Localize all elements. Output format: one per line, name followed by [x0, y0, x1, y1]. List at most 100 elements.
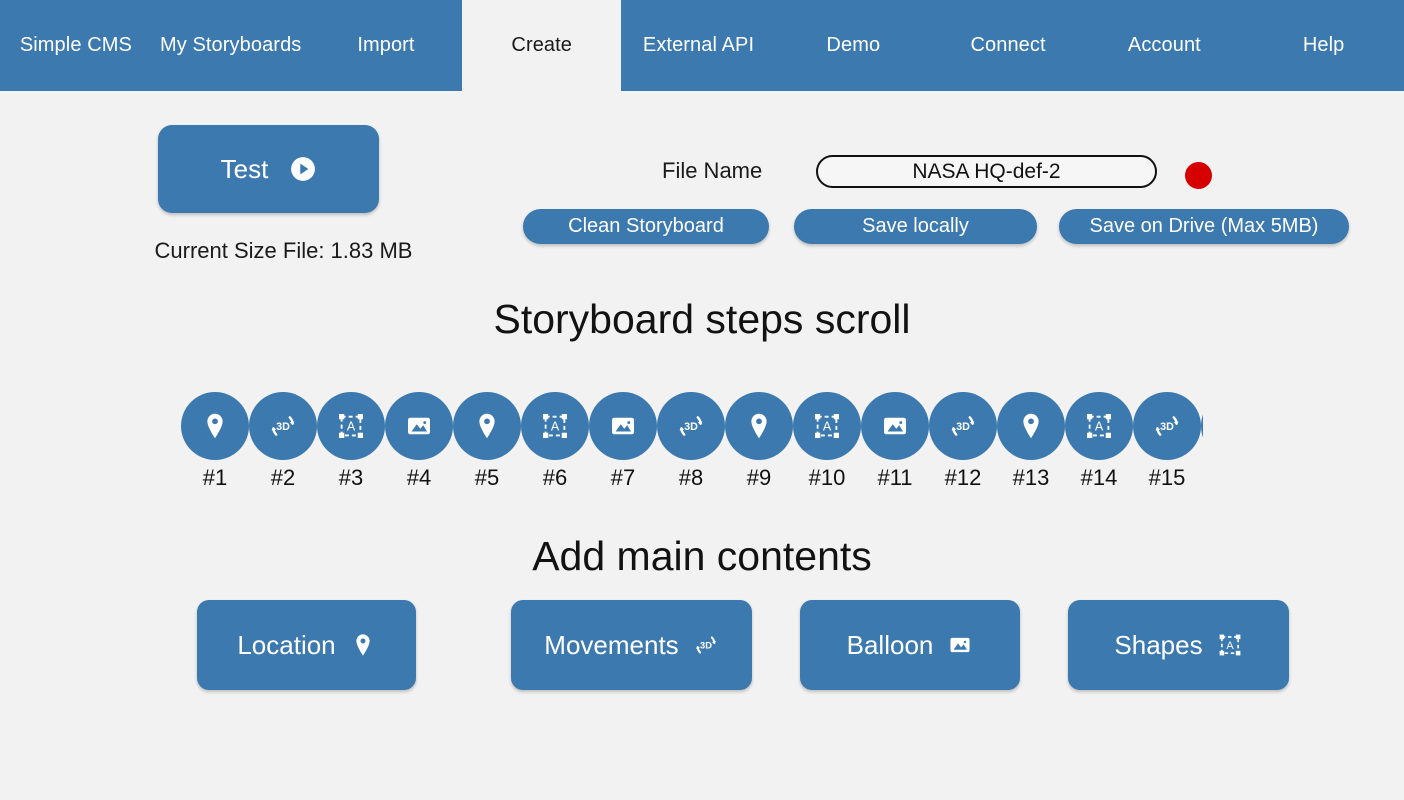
- storyboard-step[interactable]: 3D #12: [929, 392, 997, 491]
- storyboard-step-label: #13: [1012, 465, 1050, 490]
- nav-my-storyboards[interactable]: My Storyboards: [151, 0, 310, 91]
- storyboard-step-label: #1: [202, 465, 228, 490]
- add-balloon-button[interactable]: Balloon: [800, 600, 1020, 690]
- storyboard-step-label: #7: [610, 465, 636, 490]
- storyboard-step-label: #3: [338, 465, 364, 490]
- nav-demo-label: Demo: [826, 34, 881, 56]
- nav-account-label: Account: [1127, 34, 1201, 56]
- shapes-icon[interactable]: A: [317, 392, 385, 460]
- image-icon[interactable]: [861, 392, 929, 460]
- record-dot-icon: [1185, 162, 1212, 189]
- add-location-button-label: Location: [237, 629, 336, 660]
- nav-create-label: Create: [511, 34, 573, 56]
- storyboard-step[interactable]: #4: [385, 392, 453, 491]
- add-movements-button-label: Movements: [544, 629, 679, 660]
- storyboard-step[interactable]: A #14: [1065, 392, 1133, 491]
- image-icon[interactable]: [589, 392, 657, 460]
- play-circle-icon: [290, 156, 316, 182]
- storyboard-steps-title: Storyboard steps scroll: [493, 296, 911, 342]
- storyboard-step[interactable]: A #3: [317, 392, 385, 491]
- location-pin-icon[interactable]: [453, 392, 521, 460]
- svg-text:3D: 3D: [276, 421, 290, 433]
- storyboard-step-label: #2: [270, 465, 296, 490]
- clean-storyboard-button[interactable]: Clean Storyboard: [523, 209, 769, 244]
- svg-text:3D: 3D: [956, 421, 970, 433]
- location-pin-icon[interactable]: [997, 392, 1065, 460]
- storyboard-step[interactable]: A#6: [521, 392, 589, 491]
- shapes-icon[interactable]: A: [1065, 392, 1133, 460]
- nav-simple-cms-label: Simple CMS: [19, 34, 132, 56]
- storyboard-step[interactable]: #5: [453, 392, 521, 491]
- file-name-label: File Name: [662, 158, 763, 183]
- nav-separator: [619, 0, 622, 91]
- svg-text:A: A: [347, 420, 356, 434]
- storyboard-step[interactable]: 3D#8: [657, 392, 725, 491]
- location-pin-icon[interactable]: [181, 392, 249, 460]
- storyboard-step-label: #14: [1080, 465, 1118, 490]
- add-shapes-button-label: Shapes: [1114, 629, 1203, 660]
- add-movements-button[interactable]: Movements 3D: [511, 600, 752, 690]
- storyboard-step-label: #11: [877, 465, 913, 490]
- image-icon: [947, 632, 973, 658]
- svg-text:3D: 3D: [1160, 421, 1174, 433]
- svg-text:3D: 3D: [700, 640, 712, 650]
- storyboard-step[interactable]: 3D #2: [249, 392, 317, 491]
- svg-text:A: A: [551, 420, 560, 434]
- nav-connect-label: Connect: [970, 34, 1046, 56]
- storyboard-step[interactable]: #9: [725, 392, 793, 491]
- save-on-drive-button[interactable]: Save on Drive (Max 5MB): [1059, 209, 1349, 244]
- clean-storyboard-label: Clean Storyboard: [568, 215, 724, 237]
- storyboard-step[interactable]: 3D #15: [1133, 392, 1201, 491]
- storyboard-step[interactable]: A #10: [793, 392, 861, 491]
- rotate-3d-icon[interactable]: 3D: [1133, 392, 1201, 460]
- rotate-3d-icon[interactable]: 3D: [929, 392, 997, 460]
- save-locally-button[interactable]: Save locally: [794, 209, 1037, 244]
- rotate-3d-icon[interactable]: 3D: [249, 392, 317, 460]
- shapes-icon[interactable]: A: [521, 392, 589, 460]
- nav-separator: [462, 0, 465, 91]
- nav-demo[interactable]: Demo: [775, 0, 931, 91]
- test-button[interactable]: Test: [158, 125, 379, 213]
- location-pin-icon[interactable]: [1201, 392, 1203, 460]
- storyboard-step-label: #10: [808, 465, 846, 490]
- shapes-icon: A: [1217, 632, 1243, 658]
- storyboard-step[interactable]: #7: [589, 392, 657, 491]
- nav-create[interactable]: Create: [464, 0, 620, 91]
- image-icon[interactable]: [385, 392, 453, 460]
- location-pin-icon[interactable]: [725, 392, 793, 460]
- nav-simple-cms[interactable]: Simple CMS: [0, 0, 152, 91]
- nav-account[interactable]: Account: [1085, 0, 1244, 91]
- shapes-icon[interactable]: A: [793, 392, 861, 460]
- rotate-3d-icon: 3D: [693, 632, 719, 658]
- storyboard-step-label: #12: [944, 465, 982, 490]
- add-shapes-button[interactable]: Shapes A: [1068, 600, 1289, 690]
- storyboard-step[interactable]: #11: [861, 392, 929, 491]
- nav-help[interactable]: Help: [1243, 0, 1404, 91]
- svg-text:3D: 3D: [684, 421, 698, 433]
- nav-external-api[interactable]: External API: [621, 0, 776, 91]
- storyboard-step[interactable]: #13: [997, 392, 1065, 491]
- nav-import[interactable]: Import: [309, 0, 463, 91]
- test-button-label: Test: [220, 153, 269, 184]
- save-on-drive-label: Save on Drive (Max 5MB): [1089, 215, 1319, 237]
- add-location-button[interactable]: Location: [197, 600, 416, 690]
- svg-text:A: A: [823, 420, 832, 434]
- nav-connect[interactable]: Connect: [930, 0, 1086, 91]
- nav-external-api-label: External API: [642, 34, 755, 56]
- location-pin-icon: [350, 632, 376, 658]
- storyboard-step[interactable]: #1: [181, 392, 249, 491]
- rotate-3d-icon[interactable]: 3D: [657, 392, 725, 460]
- save-locally-label: Save locally: [862, 215, 969, 237]
- nav-my-storyboards-label: My Storyboards: [159, 34, 302, 56]
- storyboard-step[interactable]: #16: [1201, 392, 1203, 491]
- add-balloon-button-label: Balloon: [846, 629, 934, 660]
- main-navigation: Simple CMS My Storyboards Import Create Exte…: [0, 0, 1404, 91]
- file-name-input[interactable]: [816, 155, 1157, 188]
- nav-import-label: Import: [357, 34, 415, 56]
- current-file-size: Current Size File: 1.83 MB: [154, 238, 413, 263]
- nav-help-label: Help: [1302, 34, 1345, 56]
- storyboard-step-label: #15: [1148, 465, 1186, 490]
- storyboard-step-label: #9: [746, 465, 772, 490]
